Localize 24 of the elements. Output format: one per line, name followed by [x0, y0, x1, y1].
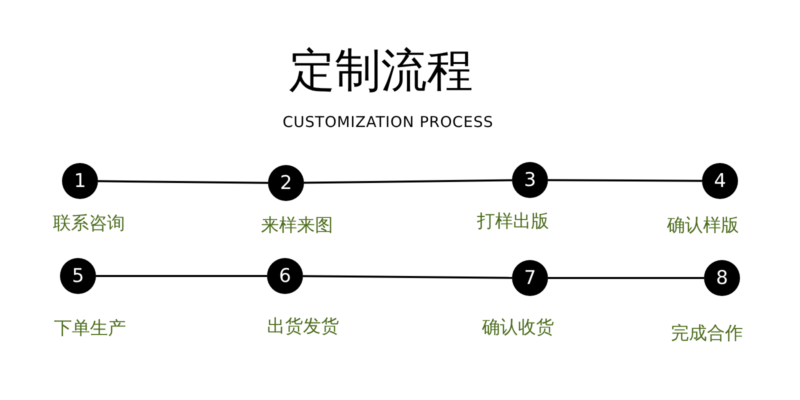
step-label: 打样出版	[477, 210, 549, 233]
connector-line	[304, 179, 512, 184]
step-circle: 7	[512, 260, 548, 296]
step-circle: 2	[268, 165, 304, 201]
step-circle: 3	[512, 162, 548, 198]
step-label: 完成合作	[671, 322, 743, 345]
connector-line	[96, 275, 267, 277]
connector-line	[548, 277, 704, 279]
step-label: 确认样版	[667, 214, 739, 237]
step-label: 确认收货	[482, 316, 554, 339]
connector-line	[303, 275, 512, 279]
title: 定制流程	[288, 42, 474, 99]
connector-line	[98, 180, 268, 184]
step-label: 联系咨询	[53, 212, 125, 235]
step-circle: 4	[702, 163, 738, 199]
subtitle: CUSTOMIZATION PROCESS	[282, 113, 494, 131]
step-label: 来样来图	[261, 214, 333, 237]
step-circle: 8	[704, 260, 740, 296]
step-circle: 5	[60, 258, 96, 294]
step-circle: 1	[62, 163, 98, 199]
step-circle: 6	[267, 258, 303, 294]
connector-line	[548, 179, 702, 182]
step-label: 下单生产	[54, 317, 126, 340]
step-label: 出货发货	[267, 315, 339, 338]
